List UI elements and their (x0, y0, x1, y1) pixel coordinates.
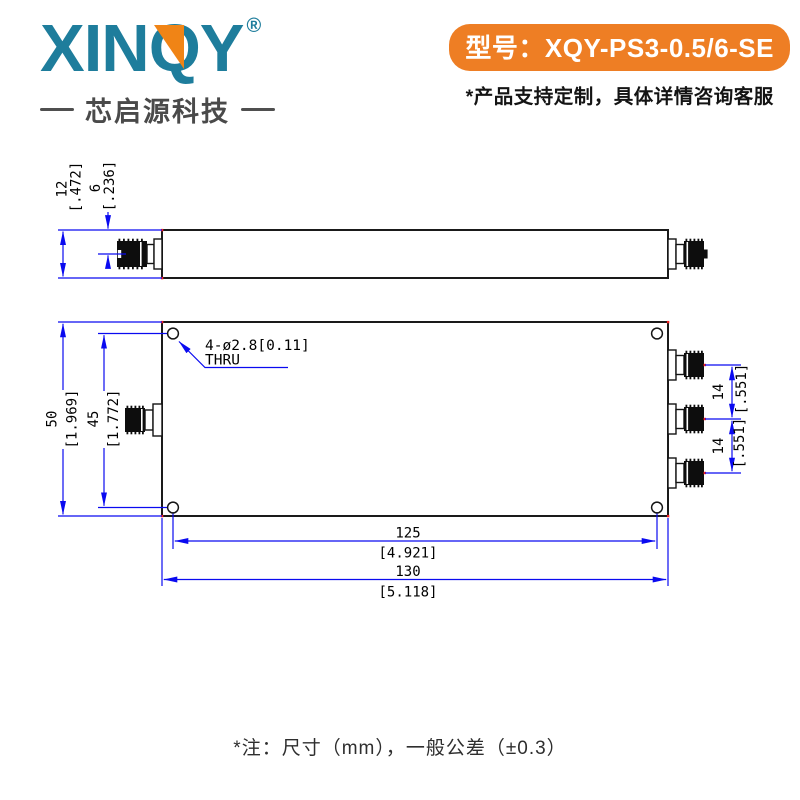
dim-14-bottom-inch-label: [.551] (732, 418, 748, 469)
dim-50-inch-label: [1.969] (65, 389, 81, 448)
tagline-dash-right (241, 108, 275, 112)
dim-45-mm-label: 45 (86, 411, 102, 428)
customization-note: *产品支持定制，具体详情咨询客服 (465, 86, 774, 108)
mounting-hole-bottom-left (166, 501, 180, 514)
tagline-text: 芯启源科技 (85, 97, 230, 128)
dim-12-inch-label: [.472] (69, 162, 85, 213)
dim-14-top: 14 [.551] (705, 364, 750, 420)
hole-callout-line1: 4-ø2.8[0.11] (205, 338, 310, 354)
hole-callout-line2: THRU (205, 353, 240, 369)
logo-wordmark: XINQY (40, 11, 244, 86)
dim-14-bottom: 14 [.551] (705, 418, 748, 474)
side-view: 12 [.472] 6 [.236] (55, 161, 708, 280)
dim-130-inch-label: [5.118] (378, 585, 437, 601)
dim-6-inch-label: [.236] (102, 161, 118, 212)
dim-45: 45 [1.772] (86, 332, 168, 509)
dim-12-mm-label: 12 (55, 181, 71, 198)
dim-50: 50 [1.969] (45, 321, 162, 517)
dim-130: 130 [5.118] (161, 518, 669, 601)
sma-connector-port1 (667, 349, 706, 381)
hole-callout: 4-ø2.8[0.11] THRU (178, 338, 310, 369)
mounting-hole-top-right (650, 327, 664, 340)
dim-14-top-mm-label: 14 (711, 384, 727, 401)
model-header: 型号：XQY-PS3-0.5/6-SE *产品支持定制，具体详情咨询客服 (449, 24, 790, 109)
dim-14-bottom-mm-label: 14 (711, 438, 727, 455)
sma-connector-input-side (117, 238, 163, 270)
dim-12: 12 [.472] (55, 162, 162, 279)
footer-note: *注：尺寸（mm），一般公差（±0.3） (233, 738, 567, 759)
brand-tagline: 芯启源科技 (40, 90, 340, 129)
dim-14-top-inch-label: [.551] (734, 364, 750, 415)
dim-45-inch-label: [1.772] (106, 389, 122, 448)
dim-125: 125 [4.921] (172, 512, 658, 562)
mounting-hole-top-left (166, 327, 180, 340)
mounting-hole-bottom-right (650, 501, 664, 514)
tagline-dash-left (40, 108, 74, 112)
sma-connector-input-top (125, 403, 163, 437)
dim-6: 6 [.236] (88, 161, 126, 269)
sma-connector-output-side (667, 238, 708, 270)
side-view-body (161, 229, 669, 279)
dim-125-inch-label: [4.921] (378, 546, 437, 562)
logo-text: XINQY® (40, 11, 261, 86)
sma-connector-port2 (667, 403, 706, 435)
sma-connector-port3 (667, 457, 706, 489)
top-view: 50 [1.969] 45 [1.772] 14 [.551] 14 [.551… (45, 320, 750, 601)
registered-trademark-icon: ® (246, 15, 262, 37)
model-badge: 型号：XQY-PS3-0.5/6-SE (449, 24, 790, 71)
dim-6-mm-label: 6 (88, 184, 104, 192)
dim-130-mm-label: 130 (395, 564, 420, 580)
dim-125-mm-label: 125 (395, 526, 420, 542)
brand-logo: XINQY® 芯启源科技 (40, 11, 340, 129)
dim-50-mm-label: 50 (45, 411, 61, 428)
